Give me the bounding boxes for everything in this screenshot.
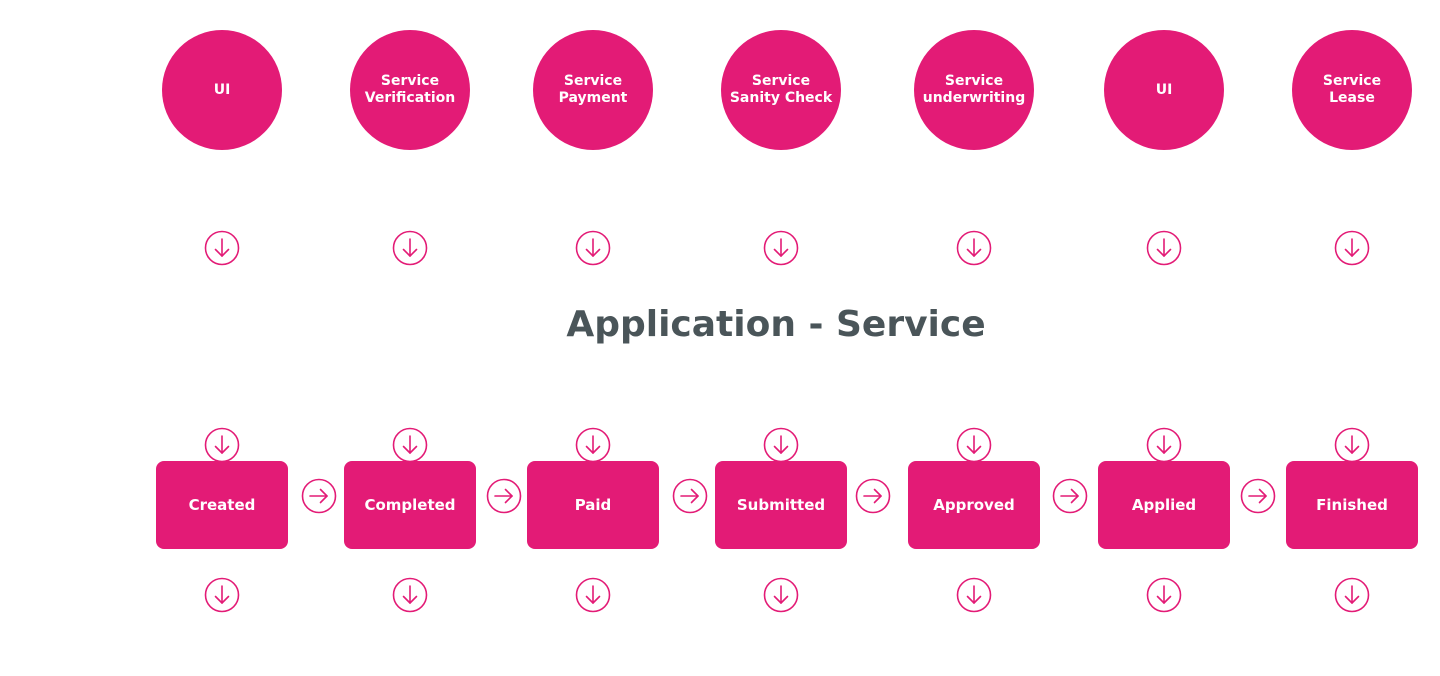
flow-column-3: Service Payment Paid	[523, 0, 663, 676]
arrow-right-circle-icon	[672, 478, 708, 514]
arrow-right-circle-icon	[301, 478, 337, 514]
state-node-paid: Paid	[527, 461, 659, 549]
service-node-ui-2: UI	[1104, 30, 1224, 150]
arrow-right-circle-icon	[1240, 478, 1276, 514]
arrow-down-circle-icon	[204, 230, 240, 266]
service-node-lease: Service Lease	[1292, 30, 1412, 150]
flow-column-2: Service Verification Completed	[340, 0, 480, 676]
arrow-down-circle-icon	[392, 230, 428, 266]
arrow-down-circle-icon	[1334, 577, 1370, 613]
arrow-down-circle-icon	[1146, 427, 1182, 463]
arrow-down-circle-icon	[392, 427, 428, 463]
arrow-down-circle-icon	[763, 427, 799, 463]
flow-column-5: Service underwriting Approved	[904, 0, 1044, 676]
arrow-down-circle-icon	[1146, 230, 1182, 266]
service-node-sanity-check: Service Sanity Check	[721, 30, 841, 150]
service-node-underwriting: Service underwriting	[914, 30, 1034, 150]
flow-column-4: Service Sanity Check Submitted	[711, 0, 851, 676]
arrow-down-circle-icon	[575, 577, 611, 613]
arrow-down-circle-icon	[392, 577, 428, 613]
arrow-down-circle-icon	[204, 577, 240, 613]
arrow-right-circle-icon	[1052, 478, 1088, 514]
flow-column-1: UI Created	[152, 0, 292, 676]
arrow-down-circle-icon	[1146, 577, 1182, 613]
arrow-down-circle-icon	[1334, 427, 1370, 463]
arrow-down-circle-icon	[763, 577, 799, 613]
flow-column-6: UI Applied	[1094, 0, 1234, 676]
service-node-verification: Service Verification	[350, 30, 470, 150]
service-node-payment: Service Payment	[533, 30, 653, 150]
arrow-down-circle-icon	[956, 427, 992, 463]
state-node-approved: Approved	[908, 461, 1040, 549]
arrow-down-circle-icon	[956, 577, 992, 613]
state-node-finished: Finished	[1286, 461, 1418, 549]
arrow-down-circle-icon	[1334, 230, 1370, 266]
diagram-title: Application - Service	[566, 304, 986, 345]
state-node-created: Created	[156, 461, 288, 549]
arrow-right-circle-icon	[855, 478, 891, 514]
state-node-completed: Completed	[344, 461, 476, 549]
arrow-down-circle-icon	[763, 230, 799, 266]
arrow-right-circle-icon	[486, 478, 522, 514]
state-node-submitted: Submitted	[715, 461, 847, 549]
arrow-down-circle-icon	[956, 230, 992, 266]
arrow-down-circle-icon	[575, 427, 611, 463]
arrow-down-circle-icon	[575, 230, 611, 266]
service-node-ui: UI	[162, 30, 282, 150]
arrow-down-circle-icon	[204, 427, 240, 463]
state-node-applied: Applied	[1098, 461, 1230, 549]
flow-column-7: Service Lease Finished	[1282, 0, 1422, 676]
